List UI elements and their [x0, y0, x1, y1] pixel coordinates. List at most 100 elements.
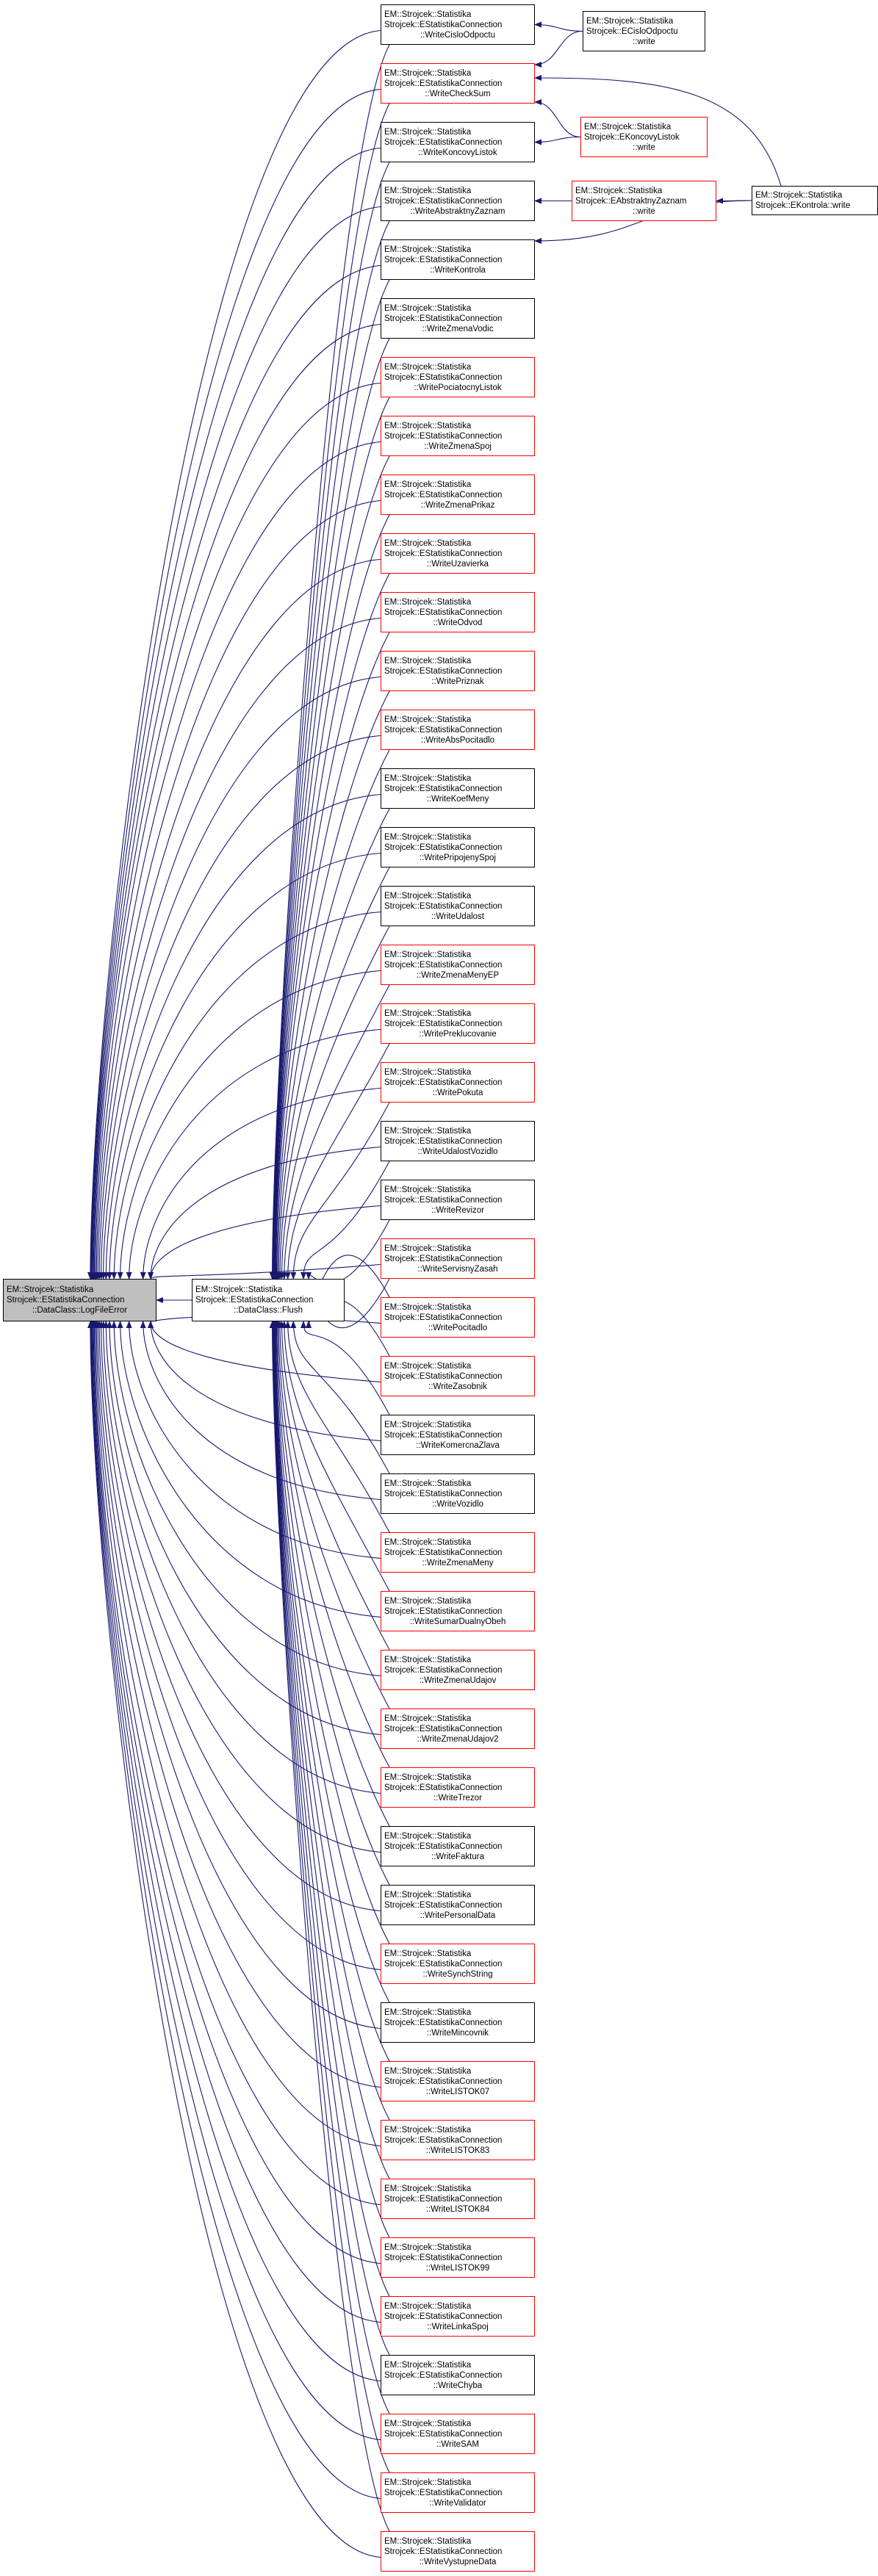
- call-edge: [96, 617, 381, 1280]
- call-edge: [534, 99, 581, 138]
- call-edge: [273, 690, 390, 1280]
- node-label-line: Strojcek::EStatistikaConnection: [384, 960, 503, 970]
- node-label-line: EM::Strojcek::Statistika: [384, 1479, 472, 1488]
- node-label-line: EM::Strojcek::Statistika: [584, 122, 672, 131]
- node-label-line: EM::Strojcek::Statistika: [384, 2184, 472, 2193]
- node-label-line: ::WriteSynchString: [422, 1969, 493, 1979]
- call-edge: [284, 1321, 390, 1533]
- node-label-line: EM::Strojcek::Statistika: [7, 1285, 94, 1294]
- call-edge: [87, 88, 381, 1280]
- node-label-line: ::WriteLISTOK07: [425, 2087, 490, 2096]
- call-edge: [148, 1321, 381, 1383]
- node-label-line: ::WriteVystupneData: [419, 2557, 497, 2566]
- node-label-line: EM::Strojcek::Statistika: [384, 1067, 472, 1077]
- call-edge: [270, 338, 390, 1280]
- node-label-line: EM::Strojcek::Statistika: [384, 2125, 472, 2135]
- node-label-line: Strojcek::EStatistikaConnection: [384, 1489, 503, 1498]
- node-label-line: EM::Strojcek::Statistika: [384, 1302, 472, 1312]
- node-label-line: ::WriteZmenaUdajov2: [417, 1734, 499, 1744]
- node-label-line: Strojcek::EStatistikaConnection: [195, 1296, 314, 1305]
- node-label-line: Strojcek::EStatistikaConnection: [384, 137, 503, 147]
- call-edge: [91, 382, 381, 1280]
- node-label-line: ::WriteRevizor: [431, 1205, 484, 1215]
- call-edge: [91, 1321, 381, 2206]
- node-label-line: ::WriteLISTOK83: [425, 2146, 490, 2155]
- node-label-line: ::WriteChyba: [433, 2381, 483, 2390]
- node-label-line: ::WriteSumarDualnyObeh: [409, 1617, 506, 1626]
- node-label-line: Strojcek::EStatistikaConnection: [384, 1136, 503, 1146]
- call-edge: [270, 1321, 390, 2414]
- node-label-line: EM::Strojcek::Statistika: [384, 1126, 472, 1136]
- call-edge: [95, 558, 381, 1280]
- node-label-line: Strojcek::EStatistikaConnection: [384, 1195, 503, 1205]
- call-edge: [88, 147, 381, 1280]
- call-edge: [273, 1321, 390, 1944]
- node-label-line: ::WriteAbsPocitadlo: [420, 735, 495, 745]
- call-edge: [89, 1321, 381, 2382]
- call-edge: [281, 984, 390, 1280]
- node-label-line: Strojcek::EStatistikaConnection: [384, 666, 503, 676]
- call-edge: [90, 264, 381, 1280]
- node-label-line: ::WriteZmenaVodic: [422, 324, 494, 333]
- node-label-line: ::WritePersonalData: [420, 1911, 496, 1920]
- node-label-line: ::DataClass::Flush: [234, 1306, 303, 1315]
- node-label-line: ::write: [633, 142, 655, 152]
- node-label-line: EM::Strojcek::Statistika: [755, 191, 843, 200]
- node-label-line: ::WritePripojenySpoj: [420, 853, 496, 862]
- call-edge: [87, 29, 381, 1280]
- node-label-line: EM::Strojcek::Statistika: [384, 715, 472, 724]
- call-edge: [148, 1205, 381, 1280]
- node-label-line: ::WriteZmenaUdajov: [419, 1675, 497, 1685]
